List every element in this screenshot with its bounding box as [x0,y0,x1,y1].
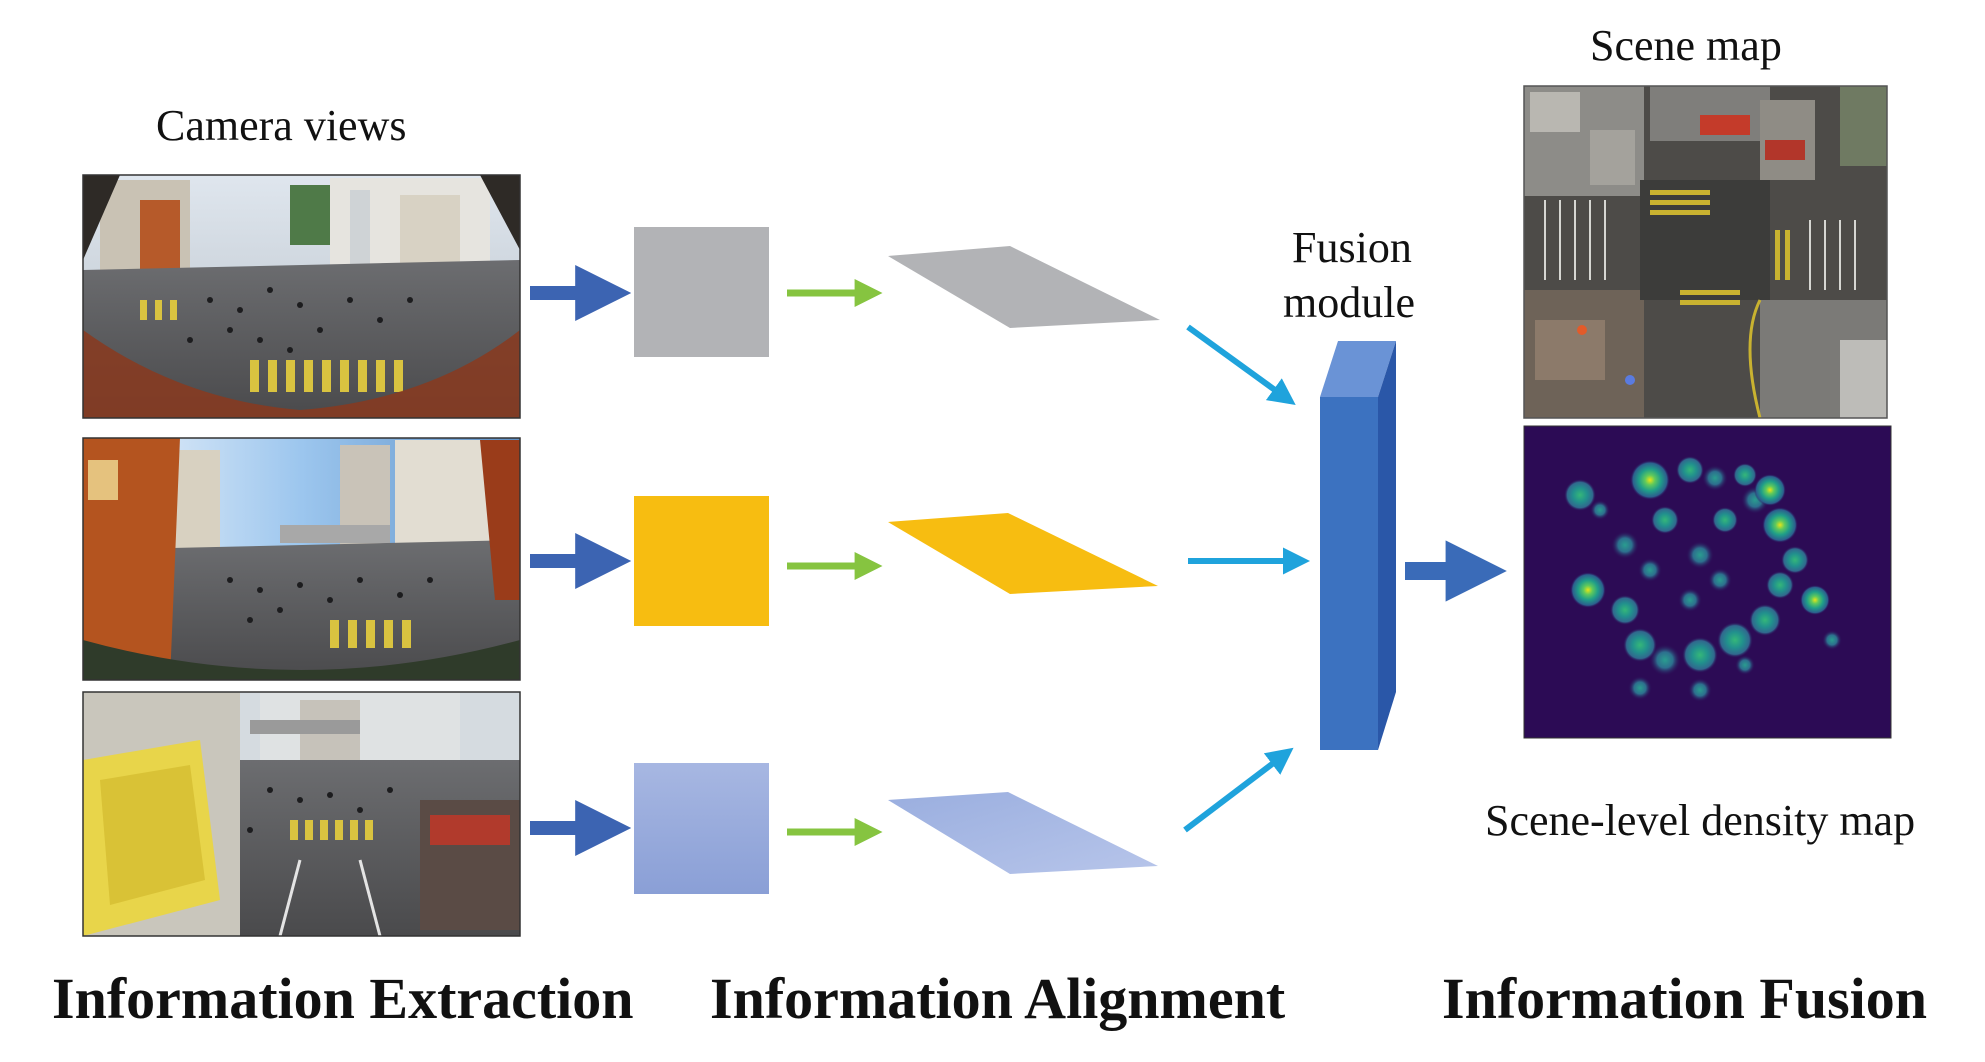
stage-title-alignment: Information Alignment [710,966,1286,1031]
stage-title-extraction: Information Extraction [52,966,634,1031]
fusion-arrows [1183,324,1310,833]
camera-view-1 [83,175,520,418]
camera-views-caption: Camera views [156,101,407,150]
fusion-module-caption-line1: Fusion [1292,223,1412,272]
aligned-map-yellow [888,513,1158,594]
alignment-arrows [787,279,883,846]
fusion-arrow-3 [1183,747,1294,833]
aligned-map-blue [888,792,1158,874]
extraction-arrows [530,265,632,856]
fusion-module-caption-line2: module [1283,278,1415,327]
density-map-caption: Scene-level density map [1485,796,1916,845]
feature-map-yellow [634,496,769,626]
camera-view-3 [83,692,520,936]
aligned-map-gray [888,246,1160,328]
stage-title-fusion: Information Fusion [1442,966,1928,1031]
fusion-module-block [1320,341,1396,750]
scene-map-image [1524,86,1887,418]
feature-map-gray [634,227,769,357]
fusion-arrow-1 [1186,324,1296,406]
camera-view-2 [83,438,520,680]
scene-map-caption: Scene map [1590,21,1782,70]
density-map-image [1524,426,1891,738]
feature-map-blue [634,763,769,894]
